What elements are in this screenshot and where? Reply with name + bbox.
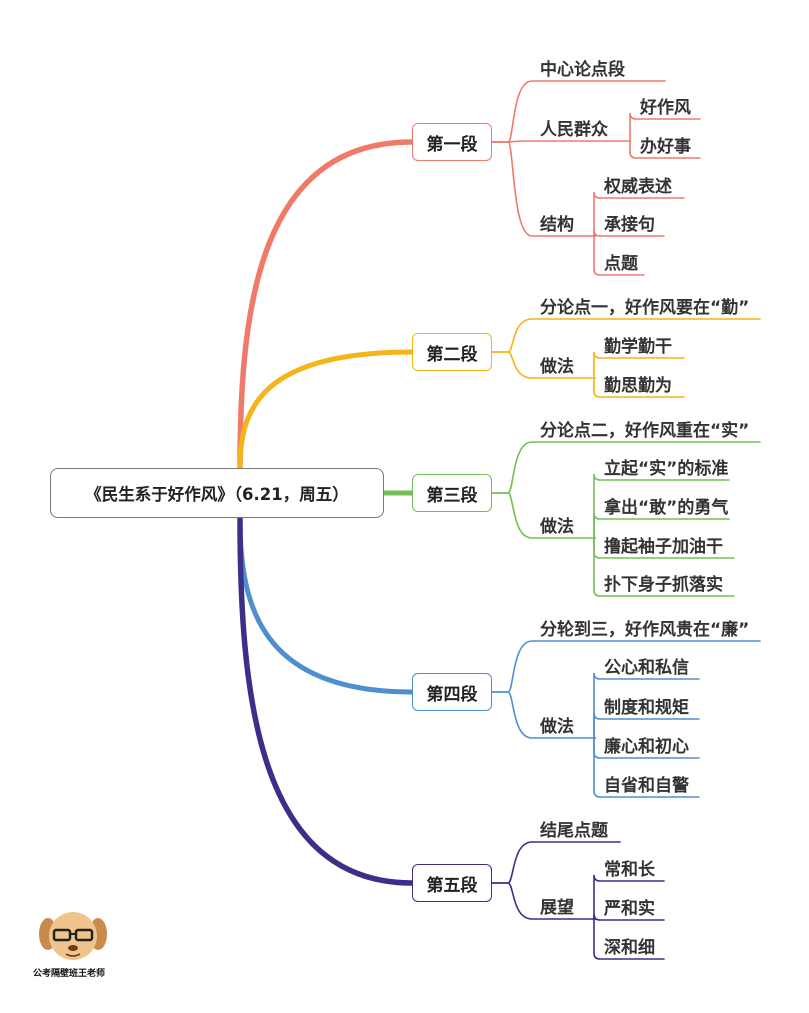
connector-line — [593, 351, 685, 379]
connector-line — [593, 473, 730, 539]
s3-sub-argument[interactable]: 分论点二，好作风重在“实” — [540, 421, 750, 441]
connector-line — [491, 492, 596, 539]
s1-structure-leaf[interactable]: 权威表述 — [604, 177, 672, 197]
root-topic[interactable]: 《民生系于好作风》（6.21，周五） — [50, 468, 384, 518]
s2-sub-argument[interactable]: 分论点一，好作风要在“勤” — [540, 298, 750, 318]
connector-line — [593, 537, 735, 597]
s2-method-leaf[interactable]: 勤学勤干 — [604, 337, 672, 357]
watermark-text: 公考隔壁班王老师 — [33, 969, 106, 979]
connector-line — [491, 140, 631, 143]
s5-conclusion[interactable]: 结尾点题 — [540, 821, 608, 841]
s5-outlook[interactable]: 展望 — [540, 898, 574, 918]
s5-outlook-leaf[interactable]: 深和细 — [604, 938, 655, 958]
s4-method[interactable]: 做法 — [540, 717, 574, 737]
s5-outlook-leaf[interactable]: 严和实 — [604, 899, 655, 919]
s3-method-leaf[interactable]: 拿出“敢”的勇气 — [604, 498, 729, 518]
connector-line — [491, 141, 596, 237]
s1-structure-leaf[interactable]: 点题 — [604, 254, 638, 274]
s4-method-leaf[interactable]: 自省和自警 — [604, 776, 689, 796]
s3-method[interactable]: 做法 — [540, 517, 574, 537]
connector-line — [629, 140, 701, 159]
s4-method-leaf[interactable]: 制度和规矩 — [604, 698, 689, 718]
s4-method-leaf[interactable]: 公心和私信 — [604, 658, 689, 678]
connector-line — [593, 672, 700, 739]
connector-line — [491, 882, 596, 920]
s5-outlook-leaf[interactable]: 常和长 — [604, 860, 655, 880]
connector-line — [491, 841, 621, 884]
s3-method-leaf[interactable]: 立起“实”的标准 — [604, 459, 729, 479]
s2-method[interactable]: 做法 — [540, 357, 574, 377]
s1-people[interactable]: 人民群众 — [540, 120, 608, 140]
connector-line — [593, 377, 685, 398]
s1-people-leaf[interactable]: 办好事 — [640, 137, 691, 157]
connector-line — [593, 191, 685, 237]
section-1-node[interactable]: 第一段 — [412, 123, 492, 161]
connector-line — [593, 913, 665, 921]
s3-method-leaf[interactable]: 撸起袖子加油干 — [604, 537, 723, 557]
section-4-node[interactable]: 第四段 — [412, 673, 492, 711]
connector-line — [593, 235, 645, 276]
connector-line — [491, 351, 596, 379]
s1-structure-leaf[interactable]: 承接句 — [604, 215, 655, 235]
s4-sub-argument[interactable]: 分轮到三，好作风贵在“廉” — [540, 620, 750, 640]
connector-line — [593, 918, 665, 960]
s1-people-leaf[interactable]: 好作风 — [640, 98, 691, 118]
section-2-node[interactable]: 第二段 — [412, 333, 492, 371]
section-5-node[interactable]: 第五段 — [412, 864, 492, 902]
s2-method-leaf[interactable]: 勤思勤为 — [604, 376, 672, 396]
s4-method-leaf[interactable]: 廉心和初心 — [604, 737, 689, 757]
section-3-node[interactable]: 第三段 — [412, 474, 492, 512]
connector-line — [593, 737, 700, 798]
connector-line — [237, 349, 415, 471]
connector-line — [491, 691, 596, 739]
connector-line — [593, 712, 700, 739]
connector-line — [237, 515, 415, 695]
s1-central-argument[interactable]: 中心论点段 — [540, 60, 625, 80]
s1-structure[interactable]: 结构 — [540, 215, 574, 235]
connector-line — [629, 112, 701, 142]
connector-line — [237, 515, 415, 886]
connector-line — [593, 874, 665, 920]
s3-method-leaf[interactable]: 扑下身子抓落实 — [604, 575, 723, 595]
connector-line — [593, 229, 665, 237]
connector-line — [593, 512, 730, 539]
dog-mascot-logo — [39, 912, 107, 960]
connector-line — [237, 139, 415, 471]
